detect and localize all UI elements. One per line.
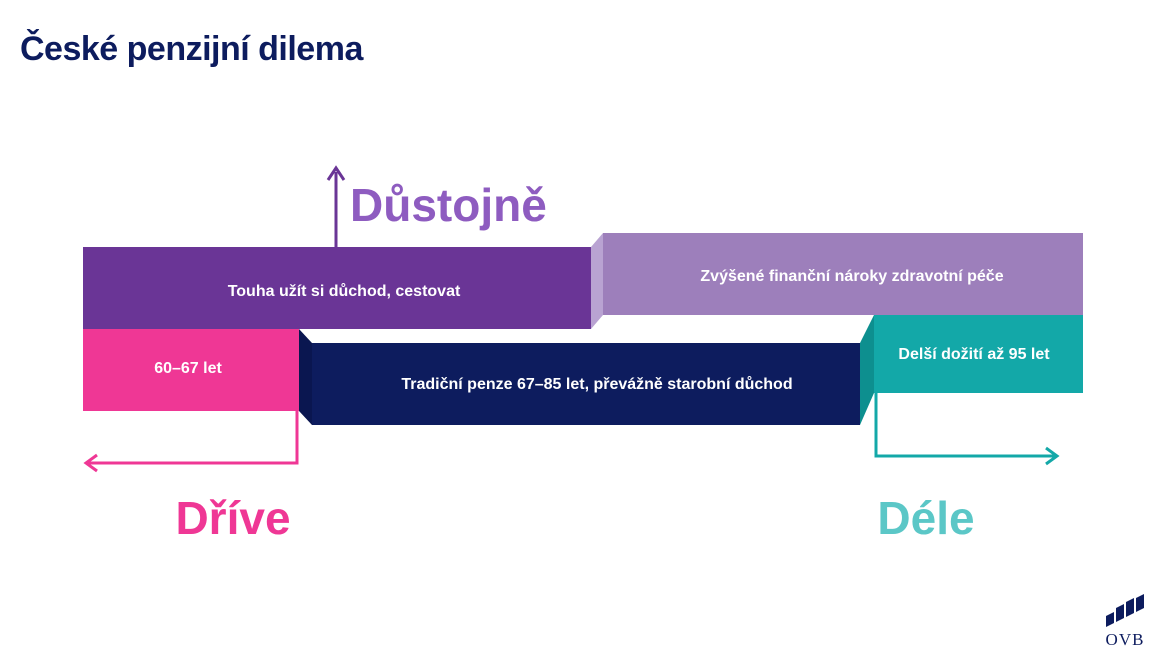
- ovb-logo-bar-2: [1116, 604, 1124, 622]
- label-drive: Dříve: [175, 492, 290, 544]
- segment-traditional-text: Tradiční penze 67–85 let, převážně staro…: [401, 376, 792, 393]
- label-dele: Déle: [877, 492, 974, 544]
- segment-early-text: 60–67 let: [154, 360, 222, 377]
- ovb-logo-bar-4: [1136, 594, 1144, 612]
- segment-longer-text: Delší dožití až 95 let: [898, 346, 1050, 363]
- ovb-logo: OVB: [1106, 594, 1145, 649]
- segment-travel-text: Touha užít si důchod, cestovat: [228, 283, 461, 300]
- up-arrow: [326, 165, 346, 247]
- segment-traditional: [312, 343, 860, 425]
- ovb-logo-text: OVB: [1106, 630, 1145, 649]
- segment-health-fold: [591, 233, 603, 329]
- segment-health-text: Zvýšené finanční nároky zdravotní péče: [700, 268, 1003, 285]
- segment-longer-fold: [860, 315, 874, 425]
- ovb-logo-bar-1: [1106, 612, 1114, 627]
- label-dustojne: Důstojně: [350, 179, 547, 231]
- segment-health: [603, 233, 1083, 315]
- segment-longer: [874, 315, 1083, 393]
- page-title: České penzijní dilema: [20, 30, 363, 68]
- ovb-logo-bar-3: [1126, 598, 1134, 617]
- segment-early: [83, 329, 299, 411]
- segment-traditional-fold: [299, 329, 312, 425]
- left-arrow: [83, 411, 299, 473]
- segment-travel: [83, 247, 591, 329]
- right-arrow: [874, 393, 1060, 466]
